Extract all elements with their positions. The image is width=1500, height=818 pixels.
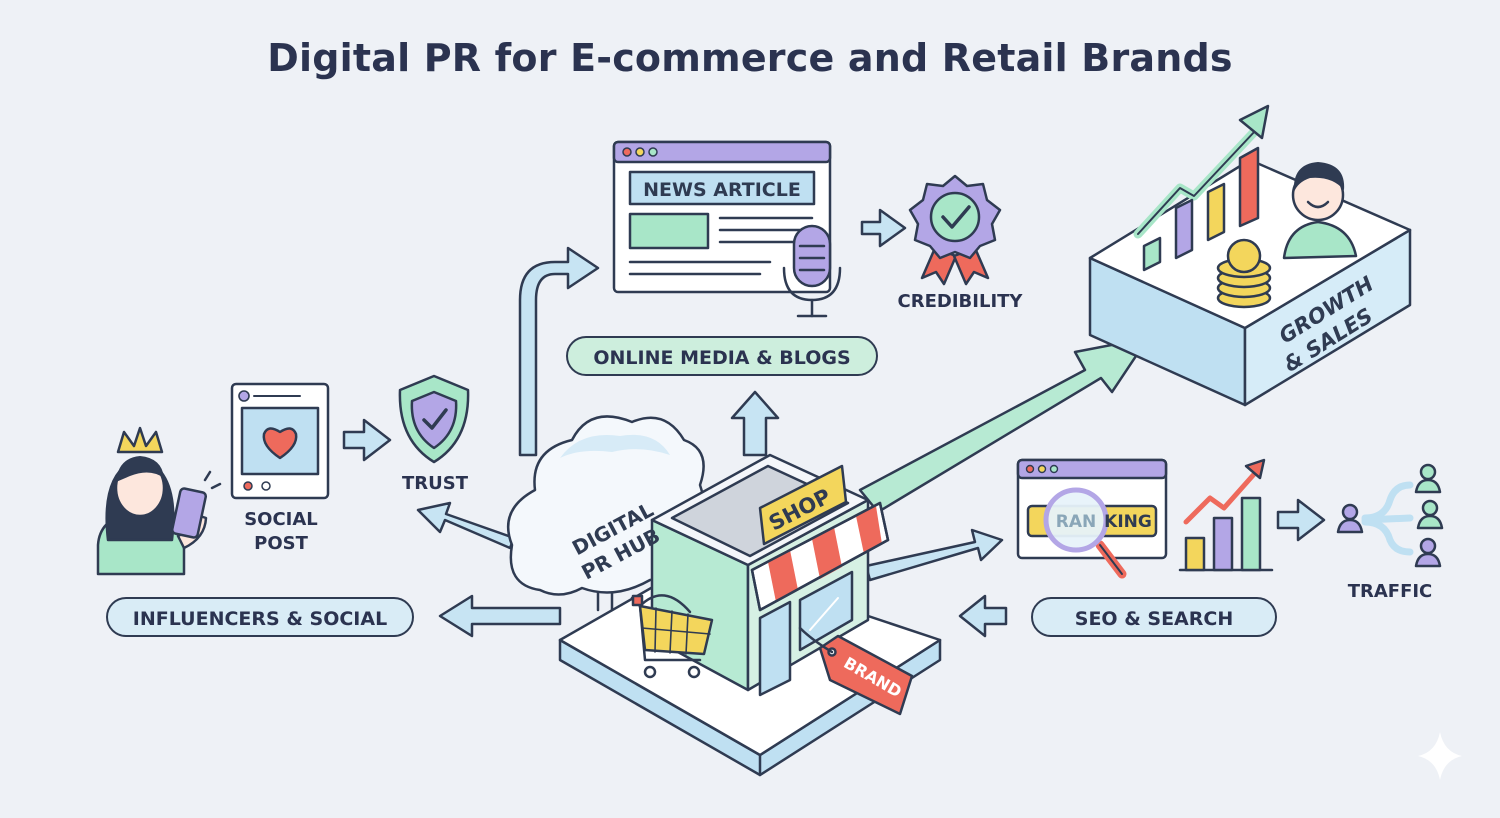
cart-icon bbox=[630, 594, 714, 679]
ranking-to-traffic-arrow bbox=[1276, 498, 1326, 542]
trust-label: TRUST bbox=[402, 473, 468, 494]
news-to-credibility-arrow bbox=[860, 208, 907, 248]
sparkle-icon bbox=[1418, 732, 1462, 780]
news-article-header: NEWS ARTICLE bbox=[643, 179, 801, 201]
traffic-people-icon bbox=[1336, 463, 1444, 568]
section-seo: SEO & SEARCH bbox=[1031, 597, 1277, 637]
social-post-label-line2: POST bbox=[254, 533, 308, 554]
trust-shield-icon bbox=[398, 374, 470, 464]
seo-to-store-arrow bbox=[958, 594, 1008, 638]
microphone-icon bbox=[782, 224, 842, 318]
credibility-label: CREDIBILITY bbox=[897, 291, 1023, 312]
page-title: Digital PR for E-commerce and Retail Bra… bbox=[267, 36, 1233, 80]
social-to-trust-arrow bbox=[342, 418, 392, 462]
traffic-label: TRAFFIC bbox=[1347, 581, 1433, 602]
hub-to-trust-arrow bbox=[416, 501, 516, 550]
store-building bbox=[650, 453, 914, 716]
section-influencers: INFLUENCERS & SOCIAL bbox=[106, 597, 414, 637]
store-to-seo-arrow bbox=[864, 528, 1004, 582]
social-post-label: SOCIAL POST bbox=[222, 508, 340, 556]
section-online-media: ONLINE MEDIA & BLOGS bbox=[566, 336, 878, 376]
store-to-influencers-arrow bbox=[438, 594, 562, 638]
ranking-label-left: RAN bbox=[1056, 512, 1096, 532]
influencer-avatar bbox=[96, 426, 222, 576]
hub-to-news-arrow bbox=[518, 246, 600, 457]
store-up-arrow bbox=[730, 390, 780, 457]
ranking-bar-chart-icon bbox=[1178, 458, 1274, 572]
social-post-label-line1: SOCIAL bbox=[244, 509, 318, 530]
news-browser-window bbox=[612, 140, 832, 294]
magnifier-icon bbox=[1043, 487, 1127, 579]
social-post-card bbox=[230, 382, 330, 500]
credibility-badge-icon bbox=[908, 174, 1002, 286]
growth-platform bbox=[1088, 104, 1412, 407]
ranking-label-right: KING bbox=[1104, 512, 1152, 532]
growth-arrow bbox=[858, 336, 1150, 514]
